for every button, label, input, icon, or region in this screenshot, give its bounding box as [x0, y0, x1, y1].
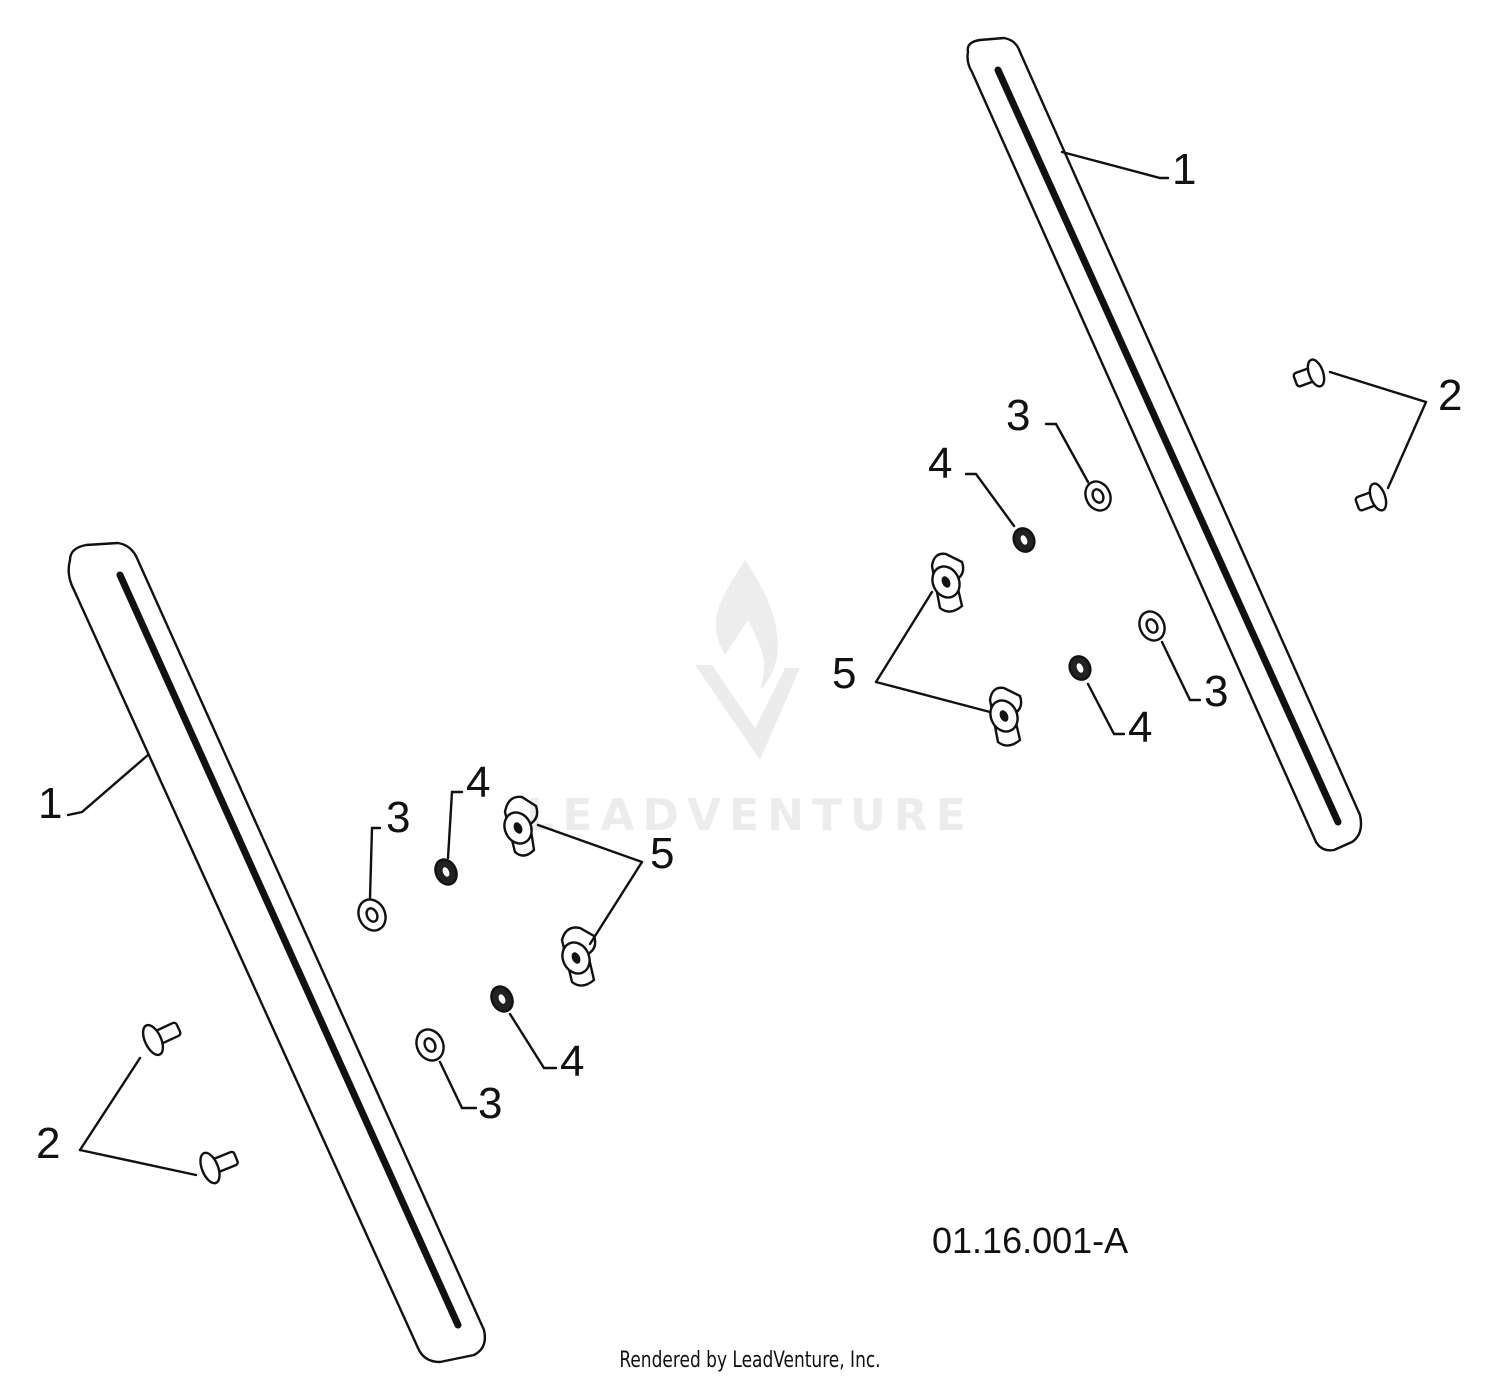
left-bolt-upper — [141, 1021, 182, 1057]
left-nut-lower — [490, 985, 514, 1013]
left-washer-upper — [357, 898, 387, 932]
right-wing-nut-upper — [930, 552, 965, 613]
left-wing-nut-lower — [560, 926, 597, 987]
right-washer-lower — [1138, 610, 1166, 642]
callout-nut-left-lower: 4 — [560, 1037, 584, 1086]
callout-bolt-left: 2 — [36, 1119, 60, 1168]
right-bolt-lower — [1354, 482, 1388, 512]
callout-rail-left: 1 — [38, 779, 62, 828]
right-nut-upper — [1012, 527, 1036, 553]
right-washer-upper — [1084, 480, 1112, 512]
callout-washer-right-upper: 3 — [1006, 391, 1030, 440]
left-washer-lower — [415, 1028, 445, 1062]
right-nut-lower — [1068, 655, 1092, 681]
callout-rail-right: 1 — [1172, 145, 1196, 194]
callout-washer-left-lower: 3 — [478, 1079, 502, 1128]
watermark-text: LEADVENTURE — [526, 790, 974, 841]
footer-credit: Rendered by LeadVenture, Inc. — [619, 1348, 881, 1373]
callout-nut-right-upper: 4 — [928, 439, 952, 488]
callout-nut-left-upper: 4 — [466, 758, 490, 807]
right-bolt-upper — [1292, 358, 1326, 388]
callout-washer-left-upper: 3 — [386, 793, 410, 842]
left-rail — [67, 541, 487, 1364]
callout-nut-right-lower: 4 — [1128, 703, 1152, 752]
callout-washer-right-lower: 3 — [1204, 667, 1228, 716]
right-rail — [966, 36, 1363, 852]
callout-wing-nut-right: 5 — [832, 649, 856, 698]
drawing-number: 01.16.001-A — [932, 1220, 1129, 1261]
left-wing-nut-upper — [503, 795, 539, 857]
callout-bolt-right: 2 — [1438, 371, 1462, 420]
right-wing-nut-lower — [988, 686, 1023, 747]
flame-v-logo-icon — [695, 560, 800, 760]
left-bolt-lower — [199, 1150, 239, 1185]
left-nut-upper — [434, 858, 458, 886]
callout-wing-nut-left: 5 — [650, 829, 674, 878]
